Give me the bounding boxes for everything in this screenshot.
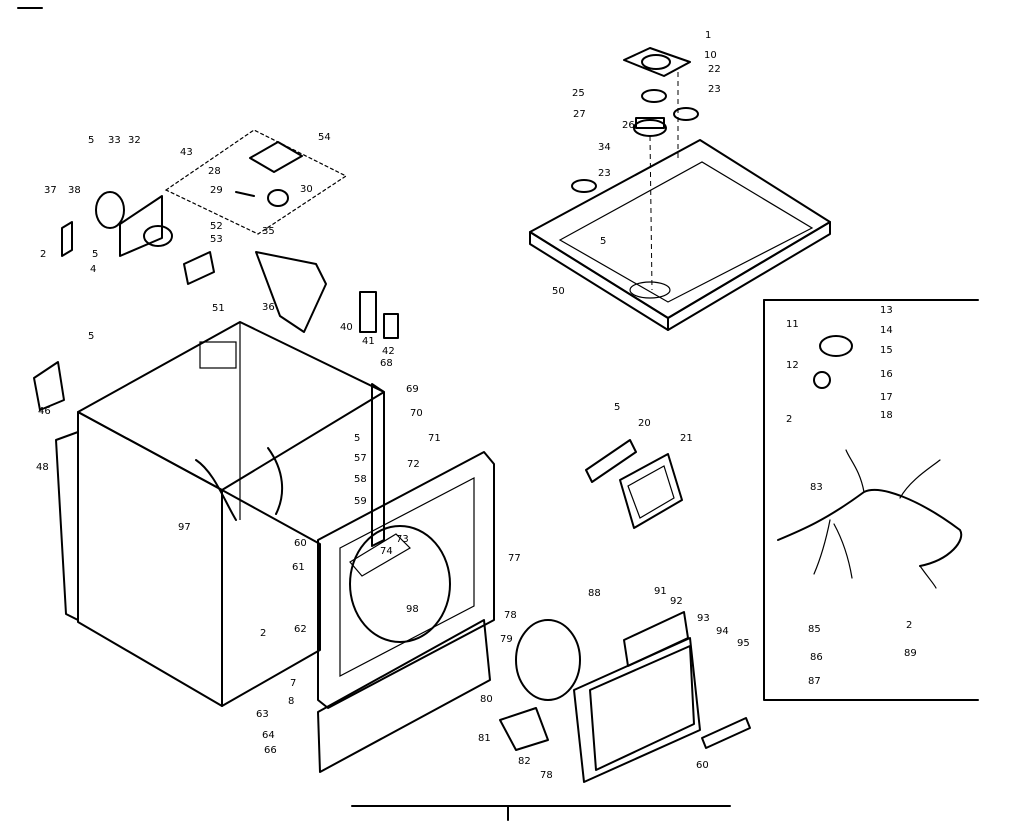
part-callout-42: 42 bbox=[382, 346, 395, 357]
part-callout-59: 59 bbox=[354, 496, 367, 507]
part-callout-2: 2 bbox=[786, 414, 792, 425]
part-callout-5: 5 bbox=[88, 331, 94, 342]
part-callout-7: 7 bbox=[290, 678, 296, 689]
part-callout-51: 51 bbox=[212, 303, 225, 314]
part-callout-5: 5 bbox=[354, 433, 360, 444]
part-callout-15: 15 bbox=[880, 345, 893, 356]
part-callout-95: 95 bbox=[737, 638, 750, 649]
part-callout-25: 25 bbox=[572, 88, 585, 99]
part-callout-32: 32 bbox=[128, 135, 141, 146]
part-callout-78: 78 bbox=[540, 770, 553, 781]
part-callout-62: 62 bbox=[294, 624, 307, 635]
part-callout-28: 28 bbox=[208, 166, 221, 177]
part-callout-23: 23 bbox=[708, 84, 721, 95]
part-callout-78: 78 bbox=[504, 610, 517, 621]
part-callout-29: 29 bbox=[210, 185, 223, 196]
part-callout-58: 58 bbox=[354, 474, 367, 485]
part-callout-34: 34 bbox=[598, 142, 611, 153]
part-callout-77: 77 bbox=[508, 553, 521, 564]
part-callout-36: 36 bbox=[262, 302, 275, 313]
part-callout-85: 85 bbox=[808, 624, 821, 635]
part-callout-17: 17 bbox=[880, 392, 893, 403]
part-callout-40: 40 bbox=[340, 322, 353, 333]
part-callout-33: 33 bbox=[108, 135, 121, 146]
part-callout-54: 54 bbox=[318, 132, 331, 143]
part-callout-69: 69 bbox=[406, 384, 419, 395]
part-callout-81: 81 bbox=[478, 733, 491, 744]
part-callout-11: 11 bbox=[786, 319, 799, 330]
part-callout-18: 18 bbox=[880, 410, 893, 421]
part-callout-5: 5 bbox=[614, 402, 620, 413]
part-callout-12: 12 bbox=[786, 360, 799, 371]
control-assembly bbox=[33, 129, 399, 411]
part-callout-2: 2 bbox=[40, 249, 46, 260]
part-callout-43: 43 bbox=[180, 147, 193, 158]
part-callout-60: 60 bbox=[696, 760, 709, 771]
top-panel-assembly bbox=[529, 47, 831, 331]
part-callout-63: 63 bbox=[256, 709, 269, 720]
part-callout-16: 16 bbox=[880, 369, 893, 380]
part-callout-70: 70 bbox=[410, 408, 423, 419]
part-callout-20: 20 bbox=[638, 418, 651, 429]
part-callout-60: 60 bbox=[294, 538, 307, 549]
part-callout-94: 94 bbox=[716, 626, 729, 637]
part-callout-37: 37 bbox=[44, 185, 57, 196]
part-callout-89: 89 bbox=[904, 648, 917, 659]
part-callout-92: 92 bbox=[670, 596, 683, 607]
part-callout-64: 64 bbox=[262, 730, 275, 741]
part-callout-73: 73 bbox=[396, 534, 409, 545]
part-callout-80: 80 bbox=[480, 694, 493, 705]
part-callout-30: 30 bbox=[300, 184, 313, 195]
part-callout-23: 23 bbox=[598, 168, 611, 179]
part-callout-5: 5 bbox=[92, 249, 98, 260]
part-callout-14: 14 bbox=[880, 325, 893, 336]
pump-assembly bbox=[585, 439, 683, 529]
part-callout-4: 4 bbox=[90, 264, 96, 275]
part-callout-88: 88 bbox=[588, 588, 601, 599]
part-callout-79: 79 bbox=[500, 634, 513, 645]
part-callout-86: 86 bbox=[810, 652, 823, 663]
part-callout-83: 83 bbox=[810, 482, 823, 493]
part-callout-1: 1 bbox=[705, 30, 711, 41]
part-callout-10: 10 bbox=[704, 50, 717, 61]
part-callout-82: 82 bbox=[518, 756, 531, 767]
part-callout-71: 71 bbox=[428, 433, 441, 444]
part-callout-98: 98 bbox=[406, 604, 419, 615]
part-callout-38: 38 bbox=[68, 185, 81, 196]
door-assembly bbox=[499, 611, 751, 783]
part-callout-8: 8 bbox=[288, 696, 294, 707]
part-callout-97: 97 bbox=[178, 522, 191, 533]
part-callout-27: 27 bbox=[573, 109, 586, 120]
part-callout-50: 50 bbox=[552, 286, 565, 297]
part-callout-91: 91 bbox=[654, 586, 667, 597]
wiring-harness-inset bbox=[763, 299, 979, 701]
part-callout-22: 22 bbox=[708, 64, 721, 75]
front-panel bbox=[317, 451, 495, 773]
part-callout-2: 2 bbox=[906, 620, 912, 631]
part-callout-93: 93 bbox=[697, 613, 710, 624]
part-callout-26: 26 bbox=[622, 120, 635, 131]
part-callout-46: 46 bbox=[38, 406, 51, 417]
part-callout-87: 87 bbox=[808, 676, 821, 687]
part-callout-5: 5 bbox=[88, 135, 94, 146]
part-callout-61: 61 bbox=[292, 562, 305, 573]
part-callout-57: 57 bbox=[354, 453, 367, 464]
part-callout-13: 13 bbox=[880, 305, 893, 316]
part-callout-66: 66 bbox=[264, 745, 277, 756]
part-callout-74: 74 bbox=[380, 546, 393, 557]
part-callout-72: 72 bbox=[407, 459, 420, 470]
part-callout-5: 5 bbox=[600, 236, 606, 247]
part-callout-68: 68 bbox=[380, 358, 393, 369]
part-callout-53: 53 bbox=[210, 234, 223, 245]
part-callout-2: 2 bbox=[260, 628, 266, 639]
part-callout-35: 35 bbox=[262, 226, 275, 237]
part-callout-48: 48 bbox=[36, 462, 49, 473]
part-callout-41: 41 bbox=[362, 336, 375, 347]
cabinet-body bbox=[55, 321, 385, 707]
part-callout-52: 52 bbox=[210, 221, 223, 232]
part-callout-21: 21 bbox=[680, 433, 693, 444]
